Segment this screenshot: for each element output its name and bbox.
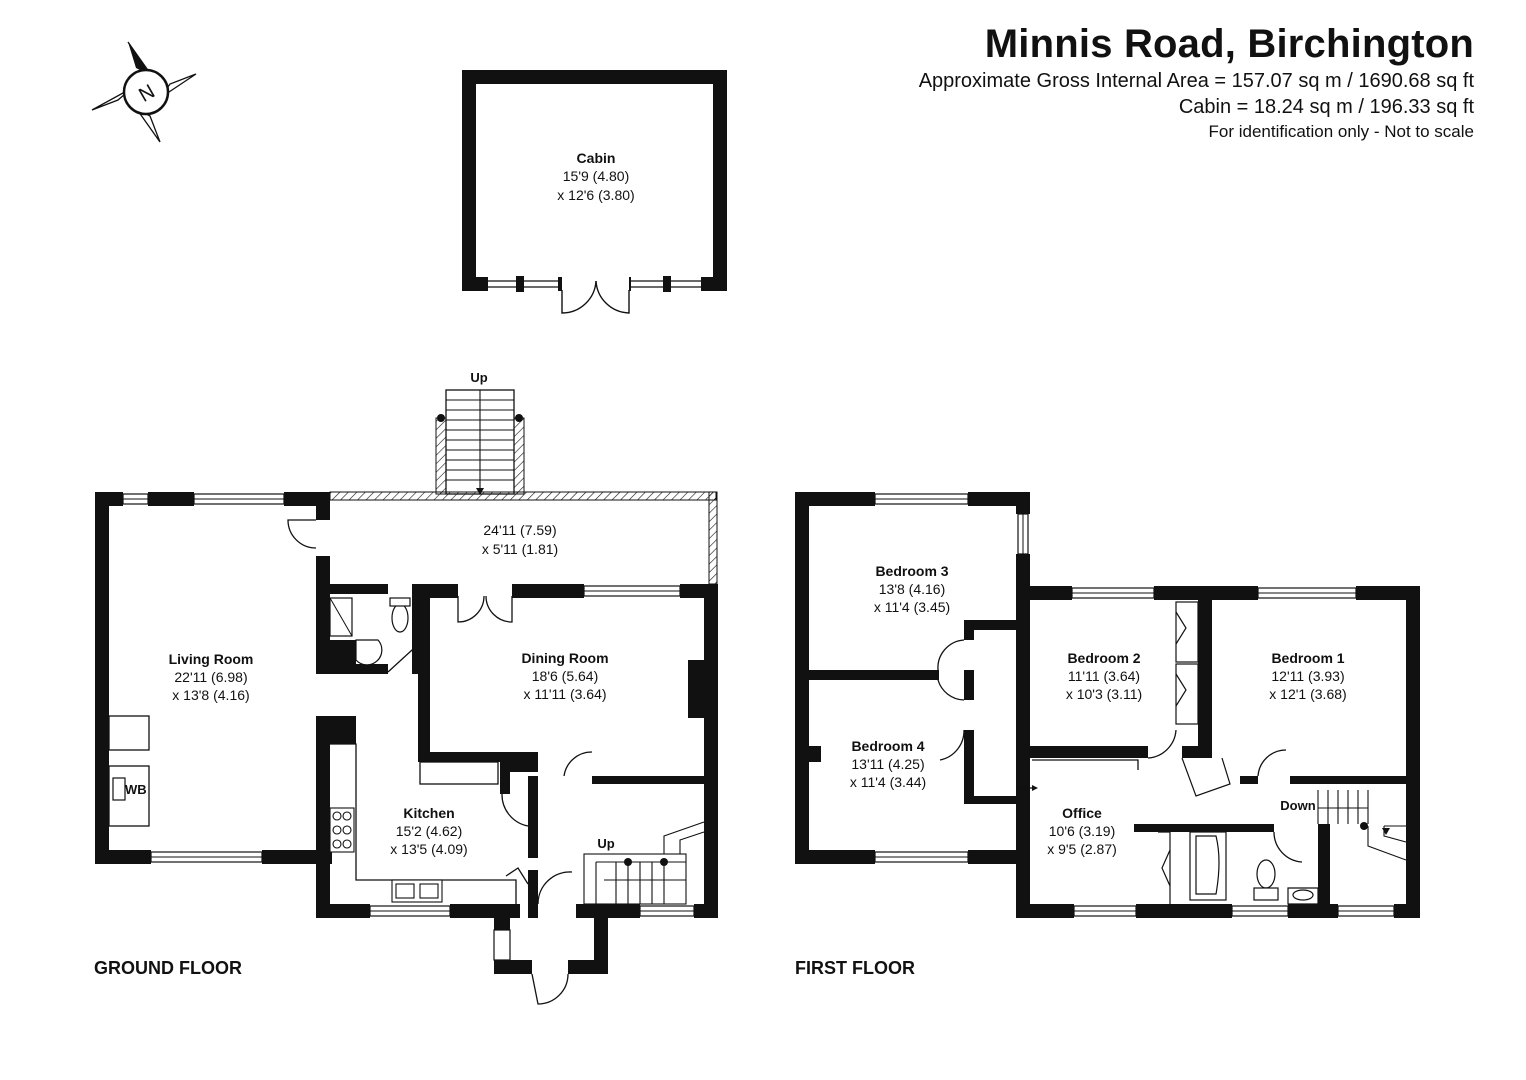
kitchen-dim2: x 13'5 (4.09): [390, 841, 467, 857]
conservatory-dim1: 24'11 (7.59): [483, 522, 556, 538]
conservatory-dim2: x 5'11 (1.81): [482, 541, 558, 557]
office-dim2: x 9'5 (2.87): [1047, 841, 1117, 857]
outside-steps-label: Up: [470, 370, 487, 385]
bedroom4-name: Bedroom 4: [851, 738, 924, 754]
hall-stairs-label: Up: [597, 836, 614, 851]
dining-room-dim1: 18'6 (5.64): [532, 668, 599, 684]
ground-floor-plan: Up: [95, 370, 718, 1005]
bedroom2-dim1: 11'11 (3.64): [1068, 668, 1140, 684]
first-floor-stairs-label: Down: [1280, 798, 1315, 813]
disclaimer: For identification only - Not to scale: [1208, 122, 1474, 141]
compass-icon: N: [91, 41, 197, 143]
kitchen-dim1: 15'2 (4.62): [396, 823, 463, 839]
cabin-dim2: x 12'6 (3.80): [557, 187, 634, 203]
dining-room-name: Dining Room: [521, 650, 608, 666]
cabin-dim1: 15'9 (4.80): [563, 168, 630, 184]
cabin-area: Cabin = 18.24 sq m / 196.33 sq ft: [1178, 96, 1474, 118]
living-room-dim2: x 13'8 (4.16): [172, 687, 249, 703]
office-dim1: 10'6 (3.19): [1049, 823, 1116, 839]
cabin-plan: Cabin 15'9 (4.80) x 12'6 (3.80): [462, 70, 727, 314]
bedroom3-dim1: 13'8 (4.16): [879, 581, 946, 597]
bedroom4-dim1: 13'11 (4.25): [851, 756, 924, 772]
bedroom1-dim1: 12'11 (3.93): [1271, 668, 1344, 684]
bedroom2-dim2: x 10'3 (3.11): [1066, 686, 1142, 702]
bedroom3-name: Bedroom 3: [875, 563, 948, 579]
wb-label: WB: [125, 782, 147, 797]
bedroom3-dim2: x 11'4 (3.45): [874, 599, 950, 615]
ground-floor-label: GROUND FLOOR: [94, 958, 242, 978]
living-room-dim1: 22'11 (6.98): [174, 669, 247, 685]
bedroom1-name: Bedroom 1: [1271, 650, 1344, 666]
bedroom1-dim2: x 12'1 (3.68): [1269, 686, 1346, 702]
outside-steps: Up: [435, 370, 525, 495]
bedroom4-dim2: x 11'4 (3.44): [850, 774, 926, 790]
first-floor-label: FIRST FLOOR: [795, 958, 915, 978]
living-room-name: Living Room: [169, 651, 254, 667]
dining-room-dim2: x 11'11 (3.64): [523, 686, 606, 702]
office-name: Office: [1062, 805, 1102, 821]
cabin-name: Cabin: [577, 150, 616, 166]
kitchen-name: Kitchen: [403, 805, 454, 821]
property-title: Minnis Road, Birchington: [984, 22, 1474, 66]
gross-internal-area: Approximate Gross Internal Area = 157.07…: [918, 70, 1474, 92]
bedroom2-name: Bedroom 2: [1067, 650, 1140, 666]
first-floor-plan: Down Bedroom 3 13'8 (4.16) x 11'4 (3.45)…: [795, 492, 1420, 918]
